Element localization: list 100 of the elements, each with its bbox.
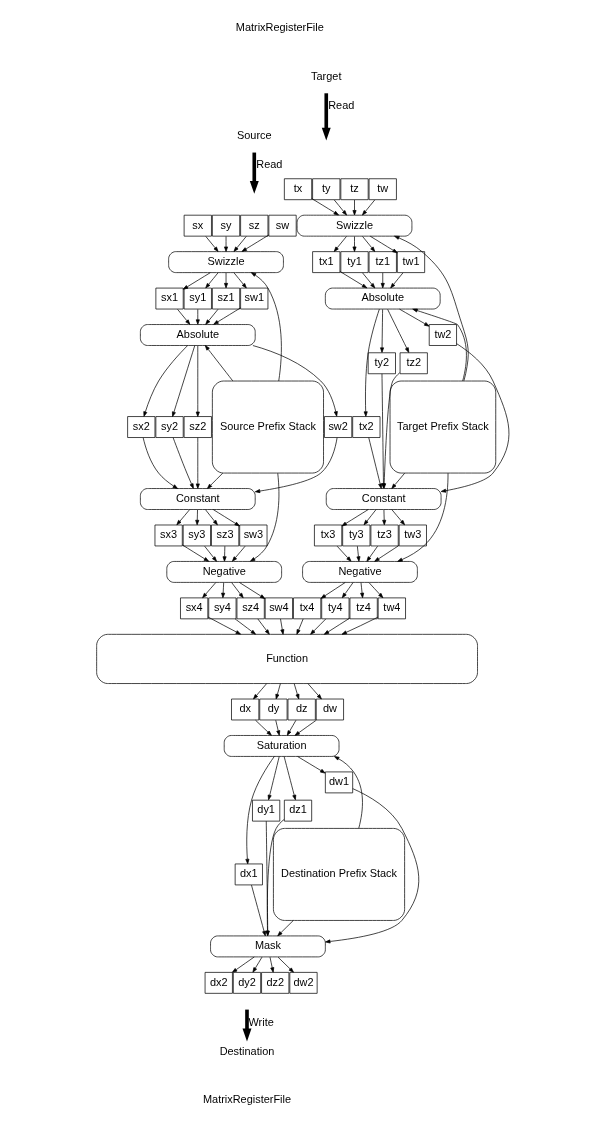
node-box: dx [230,698,259,721]
arrow [373,545,399,562]
arrow [206,472,223,489]
arrow [231,956,255,973]
arrow [380,272,385,289]
arrow [361,236,375,252]
node-box: sw [268,214,297,237]
node-box: Negative [165,561,282,583]
node-box: sz [239,214,268,237]
node-box: sw4 [264,597,293,620]
node-box: tw4 [377,597,406,620]
node-box: tx3 [313,524,342,547]
arrow [204,272,218,289]
arrow [142,437,178,489]
node-box: tw3 [398,524,427,547]
node-box: sz1 [211,287,240,310]
node-box: Absolute [324,287,441,310]
arrow [359,582,364,599]
edge-label: Read [255,158,282,171]
arrow [142,345,188,417]
arrow [204,308,218,325]
arrow [274,719,280,736]
arrow [352,236,356,252]
node-box: dz [287,698,316,721]
node-box: tw2 [428,324,457,346]
node-box: tw [368,178,397,201]
arrow [361,199,375,216]
arrow [230,582,244,599]
arrow [269,956,274,973]
arrow [203,545,217,562]
arrow [195,437,200,489]
label: MatrixRegisterFile [202,1093,291,1106]
arrow [386,308,409,353]
arrow [369,235,398,254]
arrow [367,437,382,489]
node-text: Destination [219,1045,274,1058]
arrow [176,308,190,325]
arrow [242,1009,251,1042]
arrow [201,582,216,599]
arrow [393,235,469,382]
arrow [212,307,241,325]
arrow [323,617,350,635]
arrow [339,271,367,289]
node-box: sy2 [155,416,184,438]
node-box: sw3 [238,524,267,547]
arrow [333,199,347,216]
arrow [440,343,509,493]
arrow [390,472,405,489]
arrow [254,719,272,736]
arrow [204,509,218,526]
arrow [286,719,296,736]
node-box: tz [339,178,369,201]
arrow [249,152,259,194]
arrow [363,509,376,526]
arrow [204,345,233,382]
node-box: Saturation [223,735,339,757]
arrow [233,236,247,252]
arrow [398,308,429,327]
arrow [195,345,200,417]
arrow [276,920,294,937]
node-box: Destination Prefix Stack [272,828,405,921]
arrow [207,616,241,635]
node-box: sx1 [155,287,184,310]
arrow [296,618,304,635]
node-box: Source Prefix Stack [211,380,324,474]
node-box: dz1 [283,799,312,822]
arrow [341,582,353,599]
arrow [244,756,275,865]
arrow [220,582,225,599]
node-box: Function [95,633,478,684]
arrow [241,234,269,252]
node-box: Constant [325,488,441,510]
node-box: dx2 [204,972,233,994]
arrow [233,272,247,289]
arrow [324,788,419,944]
arrow [381,509,386,526]
node-box: sx2 [126,416,155,438]
node-box: sy [211,214,240,237]
arrow [356,545,360,562]
arrow [256,618,270,635]
arrow [307,683,322,700]
node-box: tz1 [368,251,397,273]
arrow [234,618,256,635]
node-box: dx1 [234,863,263,886]
arrow [252,345,338,417]
node-box: ty4 [320,597,349,620]
arrow [411,308,467,382]
arrow [309,618,326,635]
arrow [212,509,240,527]
node-box: dy [258,698,287,721]
node-box: dy2 [232,972,261,994]
arrow [204,236,218,252]
arrow [265,819,285,936]
node-box: tz3 [370,524,399,547]
node-box: ty3 [341,524,370,547]
node-box: dw [315,698,344,721]
arrow [336,545,351,562]
node-box: dy1 [251,799,280,822]
node-box: Swizzle [167,251,284,273]
node-box: sw2 [323,416,352,438]
